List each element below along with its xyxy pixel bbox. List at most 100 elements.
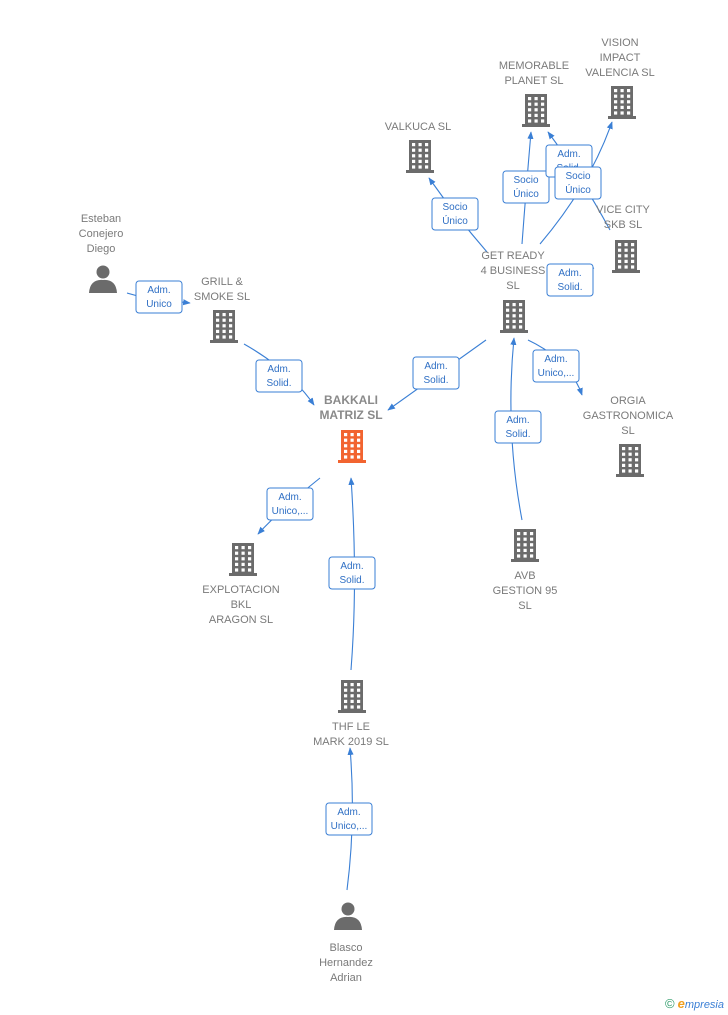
building-icon[interactable] [608,86,636,119]
node-label: 4 BUSINESS [481,265,546,277]
node-label: SL [506,280,519,292]
building-icon[interactable] [612,240,640,273]
relation-label: Adm. [544,354,567,365]
building-icon[interactable] [338,680,366,713]
relation-label: Adm. [147,285,170,296]
building-icon[interactable] [229,543,257,576]
relation-badge[interactable] [532,349,580,383]
relation-badge[interactable] [546,263,594,297]
node-label: ARAGON SL [209,614,273,626]
relation-label: Solid. [423,375,448,386]
node-orgia[interactable]: ORGIA GASTRONOMICA SL [583,395,674,477]
node-label: GESTION 95 [493,585,558,597]
relation-badge[interactable] [255,359,303,393]
node-thf[interactable]: THF LE MARK 2019 SL [313,680,389,748]
node-grill[interactable]: GRILL & SMOKE SL [194,276,250,343]
relation-badge[interactable] [431,197,479,231]
relation-label: Adm. [424,361,447,372]
relation-label: Adm. [558,268,581,279]
edge-blasco-thf: Adm.Unico,... [325,747,373,891]
node-label: PLANET SL [504,75,563,87]
node-label: MEMORABLE [499,60,569,72]
node-label: VICE CITY [596,204,650,216]
building-icon[interactable] [406,140,434,173]
relation-label: Único [442,214,468,227]
building-icon[interactable] [522,94,550,127]
node-memorable[interactable]: MEMORABLE PLANET SL [499,60,569,127]
relation-label: Único [565,183,591,196]
node-label: SKB SL [604,219,643,231]
relation-label: Solid. [266,378,291,389]
node-label: THF LE [332,721,370,733]
relation-label: Socio [442,202,467,213]
building-icon[interactable] [210,310,238,343]
node-label: VALENCIA SL [585,67,655,79]
node-label: Hernandez [319,957,373,969]
relation-label: Único [513,187,539,200]
relation-label: Adm. [267,364,290,375]
node-label: Conejero [79,228,124,240]
node-label: SL [518,600,531,612]
relation-label: Adm. [337,807,360,818]
relation-badge[interactable] [494,410,542,444]
relation-badge[interactable] [266,487,314,521]
node-label: IMPACT [600,52,641,64]
node-label: MARK 2019 SL [313,736,389,748]
brand-logo-letter: e [677,996,685,1011]
edge-thf-bakkali: Adm.Solid. [328,477,376,671]
node-label: SMOKE SL [194,291,250,303]
building-icon[interactable] [616,444,644,477]
relation-label: Adm. [278,492,301,503]
node-label: VISION [601,37,638,49]
node-label: AVB [514,570,535,582]
node-label: Adrian [330,972,362,984]
node-label: Blasco [329,942,362,954]
node-label: SL [621,425,634,437]
brand-name: mpresia [684,999,724,1011]
node-vicecity[interactable]: VICE CITY SKB SL [596,204,651,273]
node-label: GASTRONOMICA [583,410,674,422]
building-icon[interactable] [511,529,539,562]
node-label: Diego [87,243,116,255]
relation-badge[interactable] [412,356,460,390]
edge-avb-getready: Adm.Solid. [494,337,542,521]
relation-label: Adm. [340,561,363,572]
node-valkuca[interactable]: VALKUCA SL [385,121,451,173]
node-vision[interactable]: VISION IMPACT VALENCIA SL [585,37,655,119]
relation-label: Unico [146,299,172,310]
edge-grill-bakkali: Adm. Solid. [243,343,315,406]
relation-badge[interactable] [135,280,183,314]
node-label: GET READY [481,250,545,262]
relation-badge[interactable] [325,802,373,836]
relation-badge[interactable] [502,170,550,204]
relation-badge[interactable] [328,556,376,590]
node-label: GRILL & [201,276,243,288]
node-label: ORGIA [610,395,646,407]
node-label: Esteban [81,213,121,225]
node-label: MATRIZ SL [319,408,382,422]
edge-bakkali-explotacion: Adm.Unico,... [257,477,321,535]
node-label: BKL [231,599,252,611]
person-icon[interactable] [89,265,117,294]
edge-esteban-grill: Adm. Unico [126,280,191,314]
edge-vicecity-getready: Adm.Solid. [546,263,595,297]
relation-label: Socio [513,175,538,186]
relation-label: Adm. [506,415,529,426]
building-icon[interactable] [338,430,366,463]
node-getready[interactable]: GET READY 4 BUSINESS SL [481,250,546,333]
person-icon[interactable] [334,902,362,931]
brand-watermark: ©empresia [665,996,724,1011]
copyright-symbol: © [665,996,675,1011]
relation-badge[interactable] [554,166,602,200]
building-icon[interactable] [500,300,528,333]
node-label: BAKKALI [324,393,378,407]
relation-label: Unico,... [538,368,575,379]
node-avb[interactable]: AVB GESTION 95 SL [493,529,558,612]
